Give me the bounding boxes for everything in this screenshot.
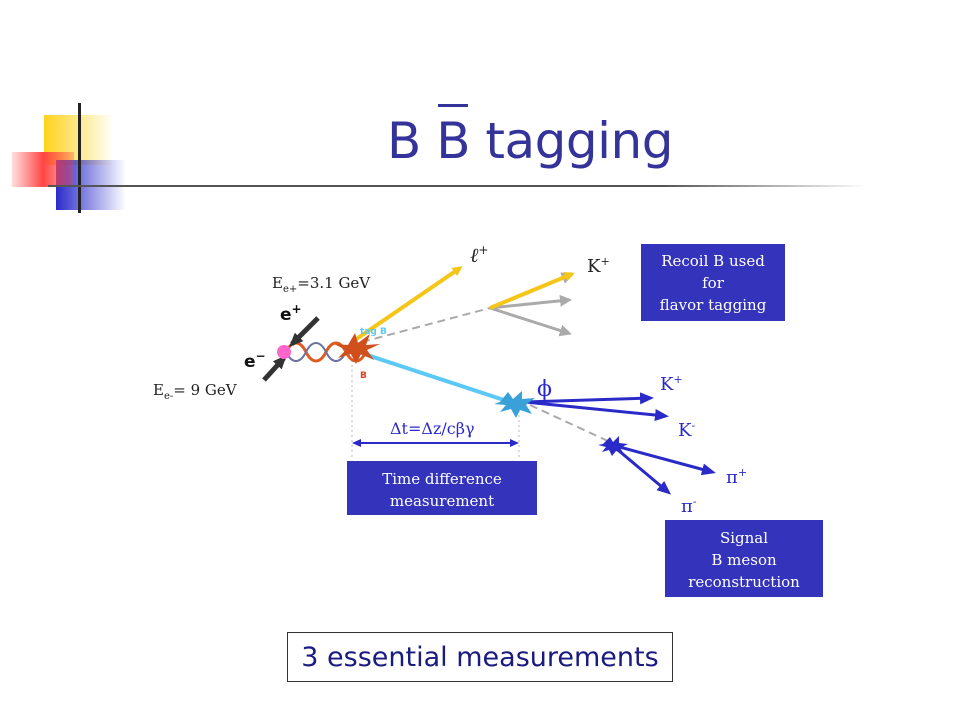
time-box: [347, 461, 537, 515]
title-suffix: tagging: [470, 112, 673, 170]
signal-b-burst: [494, 391, 535, 418]
collision-point: [277, 345, 291, 359]
footer-caption: 3 essential measurements: [301, 641, 659, 673]
signal-line-1: Signal: [720, 529, 768, 547]
recoil-line-1: Recoil B used: [661, 252, 765, 270]
b-bar-letter: B: [436, 104, 471, 170]
delta-t-label: Δt=Δz/cβγ: [390, 419, 475, 438]
energy-electron-label: Ee-= 9 GeV: [153, 381, 238, 402]
kplus-track: [524, 392, 654, 405]
tag-b-label: tag B: [360, 327, 387, 337]
piminus-label: π-: [681, 495, 697, 517]
kminus-track: [524, 400, 669, 421]
recoil-line-2: for: [702, 274, 725, 292]
b-label: B: [360, 371, 367, 381]
piplus-track: [611, 443, 716, 476]
electron-label: e−: [244, 349, 266, 372]
positron-arrow: [289, 316, 320, 347]
kminus-label: K-: [678, 419, 695, 441]
slide-title: B B tagging: [300, 104, 760, 170]
tag-b-dashed-track: [361, 307, 491, 343]
corner-decoration: [12, 103, 868, 213]
title-prefix: B: [387, 112, 437, 170]
signal-b-track: [351, 348, 511, 404]
time-line-1: Time difference: [382, 470, 502, 488]
phi-label: ϕ: [537, 377, 552, 402]
signal-box: [665, 520, 823, 597]
time-line-2: measurement: [390, 492, 494, 510]
signal-dashed-track: [529, 404, 611, 443]
kaon-yellow-track: [489, 272, 575, 310]
electron-arrow: [262, 355, 287, 382]
footer-caption-box: 3 essential measurements: [287, 632, 673, 682]
lepton-label: ℓ+: [470, 243, 488, 267]
lepton-track: [353, 266, 463, 342]
tag-b-burst: [334, 333, 380, 364]
grey-track-2: [489, 294, 572, 310]
positron-label: e+: [280, 302, 302, 325]
recoil-line-3: flavor tagging: [660, 296, 767, 314]
kplus-top-label: K+: [587, 255, 610, 277]
signal-line-3: reconstruction: [688, 573, 800, 591]
pion-vertex-burst: [598, 436, 628, 456]
piplus-label: π+: [726, 466, 747, 488]
signal-line-2: B meson: [711, 551, 777, 569]
recoil-box: [641, 244, 785, 321]
energy-positron-label: Ee+=3.1 GeV: [272, 274, 371, 295]
grey-track-3: [489, 306, 572, 337]
kplus-mid-label: K+: [660, 373, 683, 395]
